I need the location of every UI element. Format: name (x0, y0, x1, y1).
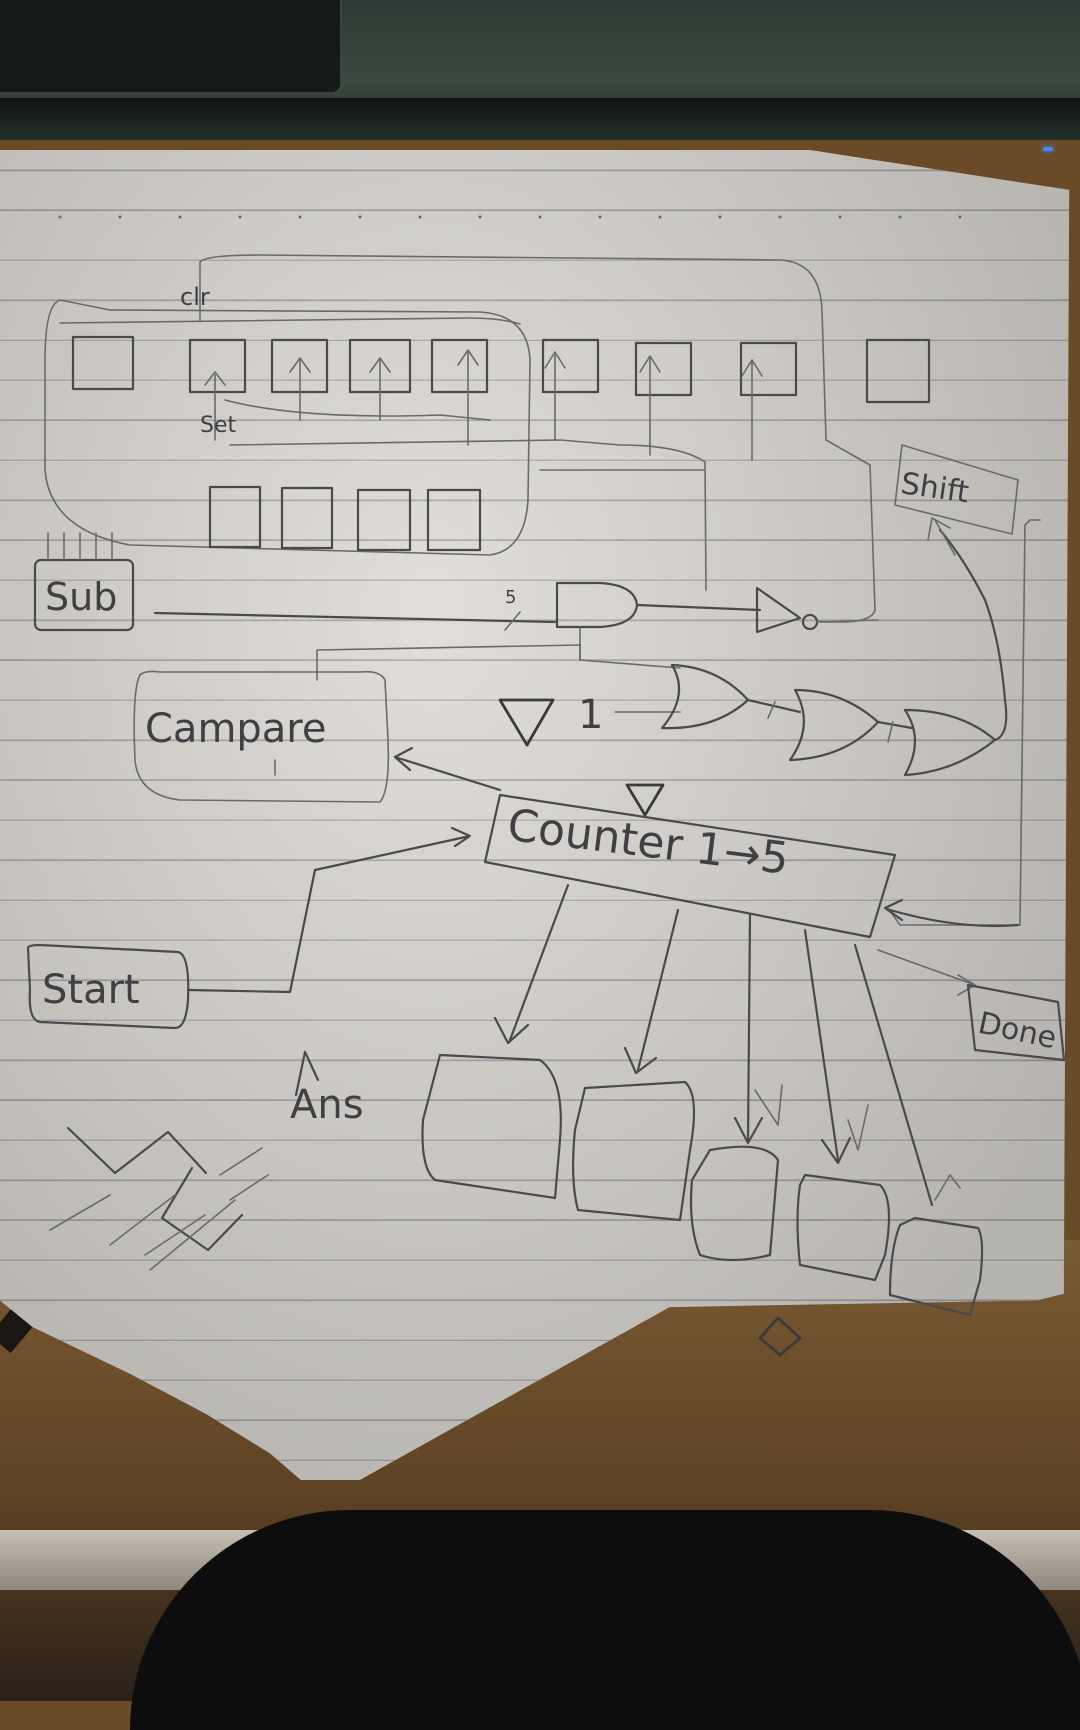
or1-tick (767, 701, 776, 719)
register-row-bottom (208, 485, 482, 552)
shift-arrow (927, 517, 956, 556)
clr-label: clr (180, 283, 210, 311)
sub-box (33, 558, 135, 632)
arrow-scribble-3 (934, 1174, 961, 1201)
or-gate-2 (788, 688, 880, 762)
and-gate (555, 581, 639, 629)
sub-to-and-bus (153, 611, 557, 624)
compare-box (133, 670, 390, 803)
register-bit-1 (71, 335, 135, 391)
register-bit-7 (634, 341, 693, 397)
laptop-corner (0, 0, 342, 94)
shift-right-wire (887, 519, 1041, 926)
ans-mark (294, 1050, 320, 1097)
status-led (1043, 147, 1053, 151)
counter-to-compare-arrow (393, 746, 502, 792)
register-bit-5 (430, 338, 489, 394)
answer-box-3 (689, 1145, 780, 1262)
const-one-label: 1 (578, 692, 603, 738)
register-bit-8 (739, 341, 798, 397)
register-enclosure (44, 299, 531, 556)
paper-top-dots (58, 215, 962, 219)
register-row-top (71, 335, 931, 404)
start-to-counter-wire (186, 826, 472, 994)
or3-to-shift-wire (938, 528, 1008, 742)
and-to-not-wire (635, 603, 762, 612)
clock-triangle-1 (498, 698, 555, 747)
bus-slash (504, 611, 521, 631)
or-gate-3 (903, 708, 997, 777)
ans-label: Ans (290, 1082, 364, 1128)
answer-box-2 (572, 1080, 696, 1222)
register-bit-b4 (426, 488, 482, 552)
sub-label: Sub (45, 575, 117, 619)
register-load-arrows (204, 349, 763, 591)
start-box (26, 943, 190, 1030)
clock-triangle-2 (625, 783, 665, 817)
crossed-out-sketch (49, 1126, 269, 1271)
not-output-wire (816, 619, 879, 623)
sub-input-lines (47, 532, 113, 561)
answer-box-4 (796, 1173, 891, 1282)
counter-label: Counter 1→5 (505, 800, 792, 885)
shift-to-counter-arrow (883, 898, 1020, 928)
register-bit-9 (865, 338, 931, 404)
sub-block: Sub (33, 532, 135, 632)
not-gate (755, 586, 802, 634)
or2-to-or3-wire (876, 720, 914, 730)
top-feedback-wire (199, 254, 876, 623)
counter-box (483, 793, 897, 939)
shift-box (894, 444, 1019, 535)
arrow-scribble-2 (847, 1104, 869, 1151)
compare-label: Campare (145, 706, 326, 752)
or2-tick (887, 721, 894, 743)
done-label: Done (975, 1006, 1059, 1057)
counter-output-arrows (493, 883, 934, 1207)
clr-wire (59, 317, 521, 325)
register-bit-6 (541, 338, 600, 394)
compare-to-or-wire (316, 644, 681, 681)
answer-box-1 (421, 1053, 562, 1200)
diamond-doodle (758, 1316, 802, 1357)
start-label: Start (42, 967, 140, 1013)
shift-label: Shift (899, 466, 972, 510)
desk-edge (0, 98, 1080, 140)
set-label: Set (200, 413, 237, 438)
answer-boxes (421, 1053, 984, 1317)
register-bit-b2 (280, 486, 334, 550)
not-bubble (801, 613, 819, 631)
register-bit-b1 (208, 485, 262, 549)
arrow-scribble-1 (754, 1084, 783, 1126)
bus-width-label: 5 (505, 587, 516, 608)
or-gate-1 (660, 663, 750, 730)
done-box (966, 983, 1066, 1062)
dark-object (130, 1510, 1080, 1730)
answer-box-5 (888, 1216, 984, 1317)
counter-to-done-arrow (877, 949, 976, 996)
register-bit-2 (188, 338, 247, 394)
register-bit-b3 (356, 488, 412, 552)
